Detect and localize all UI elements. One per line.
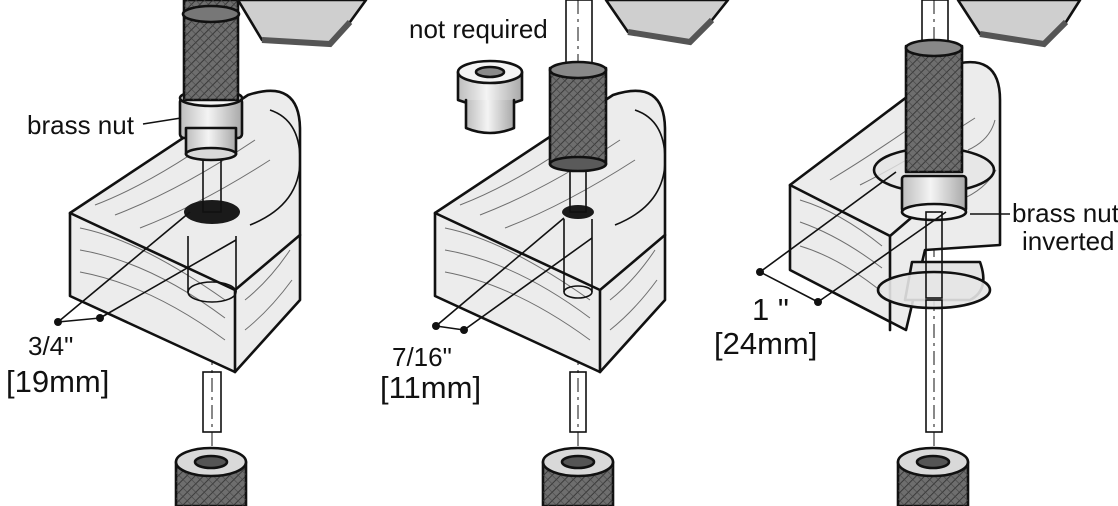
dimension-lines <box>756 171 947 306</box>
spring <box>565 0 593 71</box>
panel-1 <box>54 0 368 506</box>
dimension-imperial-3: 1 " <box>752 292 789 327</box>
brass-nut-label: brass nut <box>27 110 135 140</box>
dimension-lines <box>54 211 237 326</box>
inverted-brass-nut <box>900 174 968 222</box>
threaded-rod-lower <box>925 299 943 433</box>
clamp-arm <box>236 0 368 48</box>
brass-nut-inverted-label-line1: brass nut <box>1012 198 1118 228</box>
clamp-arm <box>604 0 730 46</box>
knurled-knob <box>896 446 970 506</box>
knurled-shaft <box>548 60 608 173</box>
dimension-metric-3: [24mm] <box>714 326 817 361</box>
clamp-arm <box>956 0 1082 48</box>
dimension-metric-1: [19mm] <box>6 364 109 399</box>
knurled-knob <box>174 446 248 506</box>
brass-nut-inverted-label-line2: inverted <box>1022 226 1115 256</box>
panel-3 <box>756 0 1082 506</box>
dimension-imperial-2: 7/16" <box>392 342 452 372</box>
threaded-rod <box>925 211 943 299</box>
dimension-lines <box>432 217 593 334</box>
brass-nut <box>178 88 244 162</box>
knurled-knob <box>541 446 615 506</box>
panel-2 <box>432 0 730 506</box>
threaded-rod-lower <box>202 371 222 433</box>
knurled-shaft <box>181 0 241 102</box>
knurled-shaft <box>904 38 964 174</box>
not-required-label: not required <box>409 14 548 44</box>
unused-brass-nut <box>456 59 524 135</box>
threaded-rod-lower <box>569 371 587 433</box>
dimension-metric-2: [11mm] <box>380 370 481 405</box>
dimension-imperial-1: 3/4" <box>28 331 73 361</box>
